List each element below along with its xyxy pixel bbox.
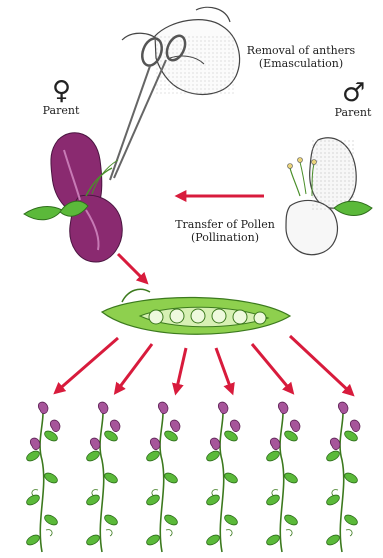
leaf-icon: [265, 533, 281, 547]
pea-flower-icon: [150, 438, 160, 450]
offspring-plant: [325, 402, 360, 552]
pea-flower-icon: [330, 438, 340, 450]
leaf-icon: [25, 449, 41, 463]
leaf-icon: [283, 471, 299, 485]
male-symbol-icon: ♂: [342, 80, 365, 106]
female-symbol-icon: ♀: [52, 78, 71, 104]
offspring-plant: [85, 402, 120, 552]
leaf-icon: [325, 449, 341, 463]
emasculation-label-line1: Removal of anthers: [236, 44, 366, 57]
leaf-icon: [343, 471, 359, 485]
pollination-label-line1: Transfer of Pollen: [160, 218, 290, 231]
pea-flower-icon: [350, 420, 360, 432]
pea-flower-icon: [90, 438, 100, 450]
fertilization-arrow: [118, 254, 146, 282]
pea-flower-icon: [38, 402, 48, 414]
male-parent-label: Parent: [328, 106, 378, 119]
leaf-icon: [283, 513, 299, 527]
offspring-plants: [25, 402, 360, 552]
pollination-label-line2: (Pollination): [160, 231, 290, 244]
pea-flower-icon: [230, 420, 240, 432]
pollination-label: Transfer of Pollen (Pollination): [160, 218, 290, 244]
pea-flower-icon: [210, 438, 220, 450]
pea-flower-icon: [270, 438, 280, 450]
pea-flower-icon: [338, 402, 348, 414]
leaf-icon: [103, 513, 119, 527]
leaf-icon: [145, 449, 161, 463]
leaf-icon: [205, 533, 221, 547]
hand-icon: [122, 7, 240, 96]
offspring-plant: [25, 402, 60, 552]
leaf-icon: [343, 513, 359, 527]
pea-flower-icon: [158, 402, 168, 414]
pea-flower-icon: [30, 438, 40, 450]
leaf-icon: [265, 449, 281, 463]
pea-pod-icon: [102, 289, 290, 334]
leaf-icon: [85, 449, 101, 463]
leaf-icon: [223, 471, 239, 485]
offspring-plant: [205, 402, 240, 552]
leaf-icon: [25, 533, 41, 547]
leaf-icon: [43, 471, 59, 485]
leaf-icon: [205, 449, 221, 463]
female-parent-flower: [24, 133, 122, 262]
pea-flower-icon: [50, 420, 60, 432]
leaf-icon: [43, 513, 59, 527]
pea-flower-icon: [110, 420, 120, 432]
leaf-icon: [163, 513, 179, 527]
pea-flower-icon: [98, 402, 108, 414]
pea-flower-icon: [218, 402, 228, 414]
pea-flower-icon: [170, 420, 180, 432]
offspring-arrows: [56, 336, 352, 394]
leaf-icon: [223, 513, 239, 527]
leaf-icon: [325, 533, 341, 547]
female-parent-label: Parent: [36, 104, 86, 117]
leaf-icon: [103, 471, 119, 485]
emasculation-label-line2: (Emasculation): [236, 57, 366, 70]
male-parent-flower: [286, 138, 372, 255]
pea-flower-icon: [278, 402, 288, 414]
pea-flower-icon: [290, 420, 300, 432]
leaf-icon: [85, 533, 101, 547]
emasculation-label: Removal of anthers (Emasculation): [236, 44, 366, 70]
leaf-icon: [145, 533, 161, 547]
offspring-plant: [265, 402, 300, 552]
leaf-icon: [163, 471, 179, 485]
offspring-plant: [145, 402, 180, 552]
